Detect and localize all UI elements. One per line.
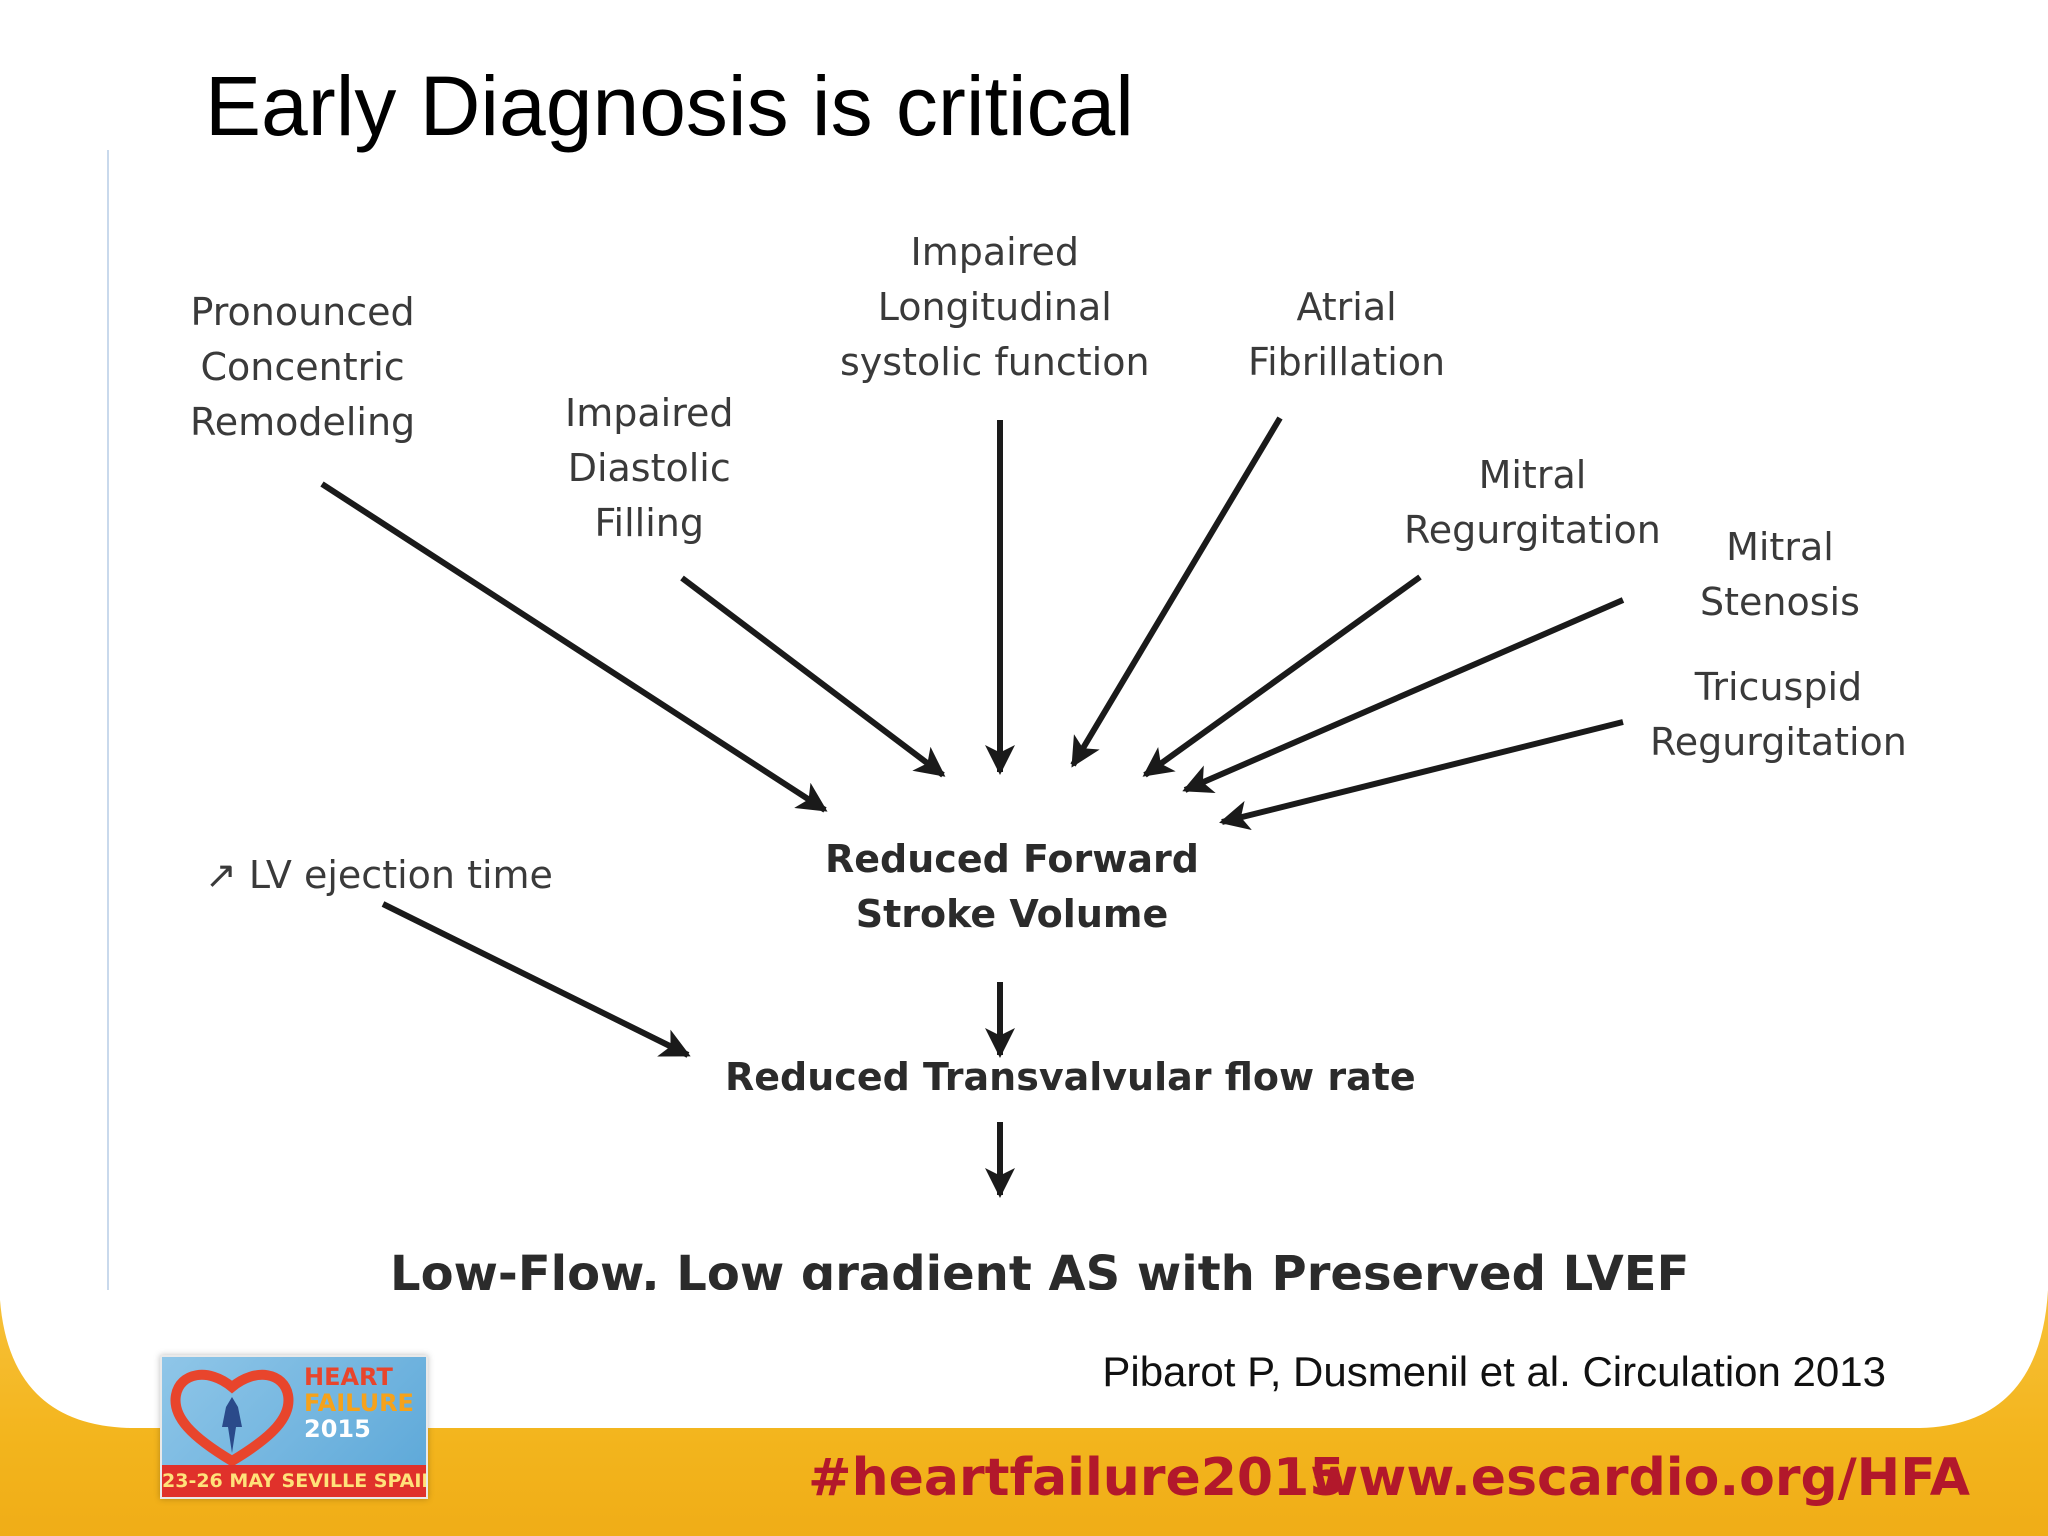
heart-logo-icon xyxy=(170,1369,294,1467)
node-line: Stenosis xyxy=(1700,580,1860,624)
node-longitudinal-function: Impaired Longitudinal systolic function xyxy=(840,225,1150,390)
logo-line1: HEART xyxy=(304,1363,393,1391)
node-line: Pronounced xyxy=(190,290,415,334)
footer-curve xyxy=(0,1290,2048,1428)
node-line: Impaired xyxy=(910,230,1080,274)
node-line: Tricuspid xyxy=(1694,665,1863,709)
node-line: Reduced Forward xyxy=(825,837,1199,881)
node-line: Remodeling xyxy=(190,400,416,444)
logo-year: 2015 xyxy=(304,1415,371,1443)
node-line: ↗ LV ejection time xyxy=(205,853,553,897)
node-line: Longitudinal xyxy=(877,285,1112,329)
node-line: Fibrillation xyxy=(1248,340,1446,384)
arrow-mitral-stenosis-to-stroke-volume xyxy=(1182,597,1625,794)
node-line: Concentric xyxy=(200,345,405,389)
hashtag-link[interactable]: #heartfailure2015 xyxy=(808,1448,1346,1508)
node-lv-ejection-time: ↗ LV ejection time xyxy=(205,848,553,903)
node-flow-rate: Reduced Transvalvular flow rate xyxy=(725,1050,1416,1105)
arrow-mitral-regurgitation-to-stroke-volume xyxy=(1142,574,1422,778)
arrow-tricuspid-regurgitation-to-stroke-volume xyxy=(1219,719,1624,831)
citation: Pibarot P, Dusmenil et al. Circulation 2… xyxy=(1102,1348,1886,1395)
node-line: Regurgitation xyxy=(1404,508,1661,552)
arrow-concentric-remodeling-to-stroke-volume xyxy=(320,481,828,813)
node-line: Diastolic xyxy=(567,446,731,490)
node-line: Stroke Volume xyxy=(855,892,1169,936)
node-line: Atrial xyxy=(1296,285,1397,329)
arrow-atrial-fibrillation-to-stroke-volume xyxy=(1070,416,1283,768)
node-tricuspid-regurgitation: Tricuspid Regurgitation xyxy=(1650,660,1907,770)
node-mitral-stenosis: Mitral Stenosis xyxy=(1700,520,1860,630)
arrow-lv-ejection-time-to-flow-rate xyxy=(381,901,691,1058)
node-atrial-fibrillation: Atrial Fibrillation xyxy=(1248,280,1445,390)
left-divider xyxy=(107,150,109,1335)
node-line: Mitral xyxy=(1478,453,1587,497)
logo-date: 23-26 MAY SEVILLE SPAIN xyxy=(162,1465,426,1497)
node-diastolic-filling: Impaired Diastolic Filling xyxy=(565,386,733,551)
conference-logo[interactable]: HEART FAILURE 2015 23-26 MAY SEVILLE SPA… xyxy=(160,1355,428,1499)
node-mitral-regurgitation: Mitral Regurgitation xyxy=(1404,448,1661,558)
website-link[interactable]: www.escardio.org/HFA xyxy=(1310,1448,1970,1508)
node-line: Reduced Transvalvular flow rate xyxy=(725,1055,1416,1099)
node-line: Regurgitation xyxy=(1650,720,1907,764)
logo-line2: FAILURE xyxy=(304,1389,414,1417)
node-line: Impaired xyxy=(565,391,734,435)
node-line: Mitral xyxy=(1726,525,1834,569)
arrow-diastolic-filling-to-stroke-volume xyxy=(680,575,946,778)
node-concentric-remodeling: Pronounced Concentric Remodeling xyxy=(190,285,415,450)
node-line: systolic function xyxy=(840,340,1150,384)
node-stroke-volume: Reduced Forward Stroke Volume xyxy=(825,832,1199,942)
node-line: Filling xyxy=(594,501,704,545)
slide-title: Early Diagnosis is critical xyxy=(205,59,1134,153)
